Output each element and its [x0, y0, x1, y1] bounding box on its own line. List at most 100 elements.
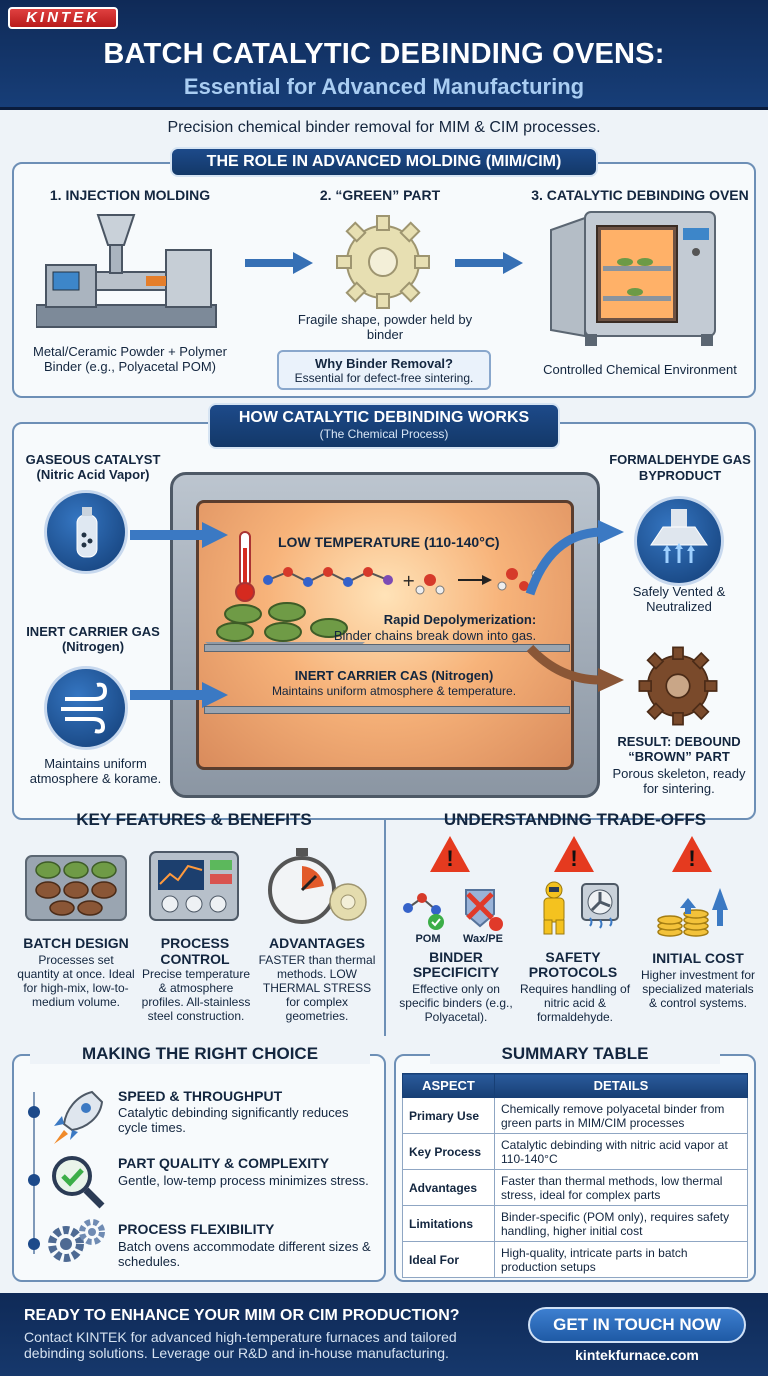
debinding-oven-icon [550, 211, 716, 346]
page-title: BATCH CATALYTIC DEBINDING OVENS: [103, 38, 665, 70]
page-subtitle: Essential for Advanced Manufacturing [183, 74, 585, 99]
summary-table-wrap: ASPECT DETAILS Primary Use Chemically re… [402, 1073, 748, 1278]
result-caption: Porous skeleton, ready for sintering. [612, 766, 746, 796]
summary-heading: SUMMARY TABLE [430, 1044, 720, 1064]
row-aspect: Limitations [402, 1205, 495, 1242]
tradeoff-2-text: Requires handling of nitric acid & forma… [519, 982, 631, 1024]
timeline-dot [28, 1106, 40, 1118]
byproduct-label: FORMALDEHYDE GAS BYPRODUCT [609, 452, 751, 483]
summary-table: ASPECT DETAILS Primary Use Chemically re… [402, 1073, 748, 1278]
process-heading-box: HOW CATALYTIC DEBINDING WORKS (The Chemi… [208, 403, 560, 449]
row-details: Chemically remove polyacetal binder from… [494, 1097, 748, 1134]
molecule-reaction-icon: + [263, 567, 541, 595]
inner-carrier-title: INERT CARRIER CAS (Nitrogen) [294, 668, 494, 683]
byproduct-circle [634, 496, 724, 586]
feature-2-text: Precise temperature & atmosphere profile… [141, 967, 251, 1023]
binder-compatibility-icon [403, 889, 503, 931]
byproduct-caption: Safely Vented & Neutralized [632, 584, 726, 614]
row-details: Faster than thermal methods, low thermal… [494, 1169, 748, 1206]
row-details: Catalytic debinding with nitric acid vap… [494, 1133, 748, 1170]
gears-icon [48, 1219, 105, 1262]
tradeoff-3-text: Higher investment for specialized materi… [640, 968, 756, 1010]
process-subheading: (The Chemical Process) [319, 427, 449, 441]
safety-suit-icon [543, 881, 619, 935]
green-part-gear-icon [336, 215, 430, 309]
choice-heading: MAKING THE RIGHT CHOICE [30, 1044, 370, 1064]
stopwatch-icon [268, 848, 367, 924]
oven-interior [196, 500, 574, 770]
exhaust-hood-icon [650, 509, 708, 563]
feature-3-text: FASTER than thermal methods. LOW THERMAL… [258, 953, 376, 1023]
depoly-title: Rapid Depolymerization: [383, 612, 537, 627]
feature-1-text: Processes set quantity at once. Ideal fo… [17, 953, 135, 1009]
tradeoff-1-title: BINDER SPECIFICITY [412, 949, 500, 980]
wax-label: Wax/PE [463, 933, 503, 945]
row-aspect: Advantages [402, 1169, 495, 1206]
row-details: High-quality, intricate parts in batch p… [494, 1241, 748, 1278]
table-row: Key Process Catalytic debinding with nit… [402, 1133, 748, 1170]
step-3-caption: Controlled Chemical Environment [543, 362, 737, 377]
tagline: Precision chemical binder removal for MI… [167, 119, 601, 136]
binder-removal-callout: Why Binder Removal? Essential for defect… [277, 350, 491, 390]
kintek-logo[interactable]: KINTEK [8, 7, 118, 29]
rocket-icon [54, 1090, 104, 1144]
step-2-title: 2. “GREEN” PART [319, 187, 441, 203]
table-row: Ideal For High-quality, intricate parts … [402, 1241, 748, 1278]
choice-1-title: SPEED & THROUGHPUT [118, 1088, 283, 1104]
tradeoff-3-title: INITIAL COST [652, 950, 744, 966]
feature-3-title: ADVANTAGES [269, 935, 365, 951]
choice-2-title: PART QUALITY & COMPLEXITY [118, 1155, 330, 1171]
feature-2-title: PROCESS CONTROL [160, 935, 230, 967]
callout-text: Essential for defect-free sintering. [294, 371, 474, 385]
catalyst-label: GASEOUS CATALYST (Nitric Acid Vapor) [25, 452, 161, 482]
oven-lower-shelf [204, 706, 570, 714]
role-heading: THE ROLE IN ADVANCED MOLDING (MIM/CIM) [170, 147, 598, 177]
catalyst-circle [44, 490, 128, 574]
pom-label: POM [415, 933, 441, 945]
footer-banner: READY TO ENHANCE YOUR MIM OR CIM PRODUCT… [0, 1293, 768, 1376]
row-aspect: Key Process [402, 1133, 495, 1170]
carrier-circle [44, 666, 128, 750]
table-row: Limitations Binder-specific (POM only), … [402, 1205, 748, 1242]
step-1-caption: Metal/Ceramic Powder + Polymer Binder (e… [33, 344, 227, 374]
step-1-title: 1. INJECTION MOLDING [49, 187, 211, 203]
wind-icon [61, 682, 108, 734]
feature-1-title: BATCH DESIGN [23, 935, 129, 951]
gas-cylinder-icon [76, 507, 98, 558]
callout-title: Why Binder Removal? [315, 356, 453, 371]
tradeoff-1-text: Effective only on specific binders (e.g.… [399, 982, 513, 1024]
carrier-label: INERT CARRIER GAS (Nitrogen) [26, 624, 160, 654]
choice-2-text: Gentle, low-temp process minimizes stres… [118, 1173, 369, 1188]
batch-tray-icon [25, 855, 127, 921]
table-header-row: ASPECT DETAILS [402, 1073, 748, 1098]
row-aspect: Primary Use [402, 1097, 495, 1134]
choice-1-text: Catalytic debinding significantly reduce… [118, 1105, 349, 1135]
col-aspect-header: ASPECT [402, 1073, 495, 1098]
tradeoffs-heading: UNDERSTANDING TRADE-OFFS [443, 810, 707, 829]
col-details-header: DETAILS [494, 1073, 748, 1098]
result-title: RESULT: DEBOUND “BROWN” PART [617, 734, 741, 764]
cta-text: Contact KINTEK for advanced high-tempera… [24, 1329, 457, 1361]
temperature-label: LOW TEMPERATURE (110-140°C) [278, 534, 500, 550]
row-aspect: Ideal For [402, 1241, 495, 1278]
row-details: Binder-specific (POM only), requires saf… [494, 1205, 748, 1242]
step-2-caption: Fragile shape, powder held by binder [297, 312, 473, 342]
carrier-caption: Maintains uniform atmosphere & korame. [29, 756, 162, 786]
process-heading: HOW CATALYTIC DEBINDING WORKS [238, 409, 530, 426]
magnifier-check-icon [52, 1156, 105, 1209]
table-row: Primary Use Chemically remove polyacetal… [402, 1097, 748, 1134]
features-heading: KEY FEATURES & BENEFITS [76, 810, 312, 829]
table-row: Advantages Faster than thermal methods, … [402, 1169, 748, 1206]
thermometer-icon [235, 531, 255, 602]
depoly-text: Binder chains break down into gas. [333, 628, 537, 643]
brown-part-gear-icon [638, 646, 718, 726]
exhaust-arrow-icon [525, 520, 624, 596]
catalyst-arrow-icon [130, 522, 228, 548]
website-link[interactable]: kintekfurnace.com [575, 1347, 699, 1363]
choice-3-title: PROCESS FLEXIBILITY [118, 1221, 275, 1237]
choice-3-text: Batch ovens accommodate different sizes … [118, 1239, 371, 1269]
svg-text:+: + [402, 571, 415, 590]
header-banner: KINTEK BATCH CATALYTIC DEBINDING OVENS: … [0, 0, 768, 110]
get-in-touch-button[interactable]: GET IN TOUCH NOW [528, 1307, 746, 1343]
warning-icon: ! [672, 836, 712, 872]
